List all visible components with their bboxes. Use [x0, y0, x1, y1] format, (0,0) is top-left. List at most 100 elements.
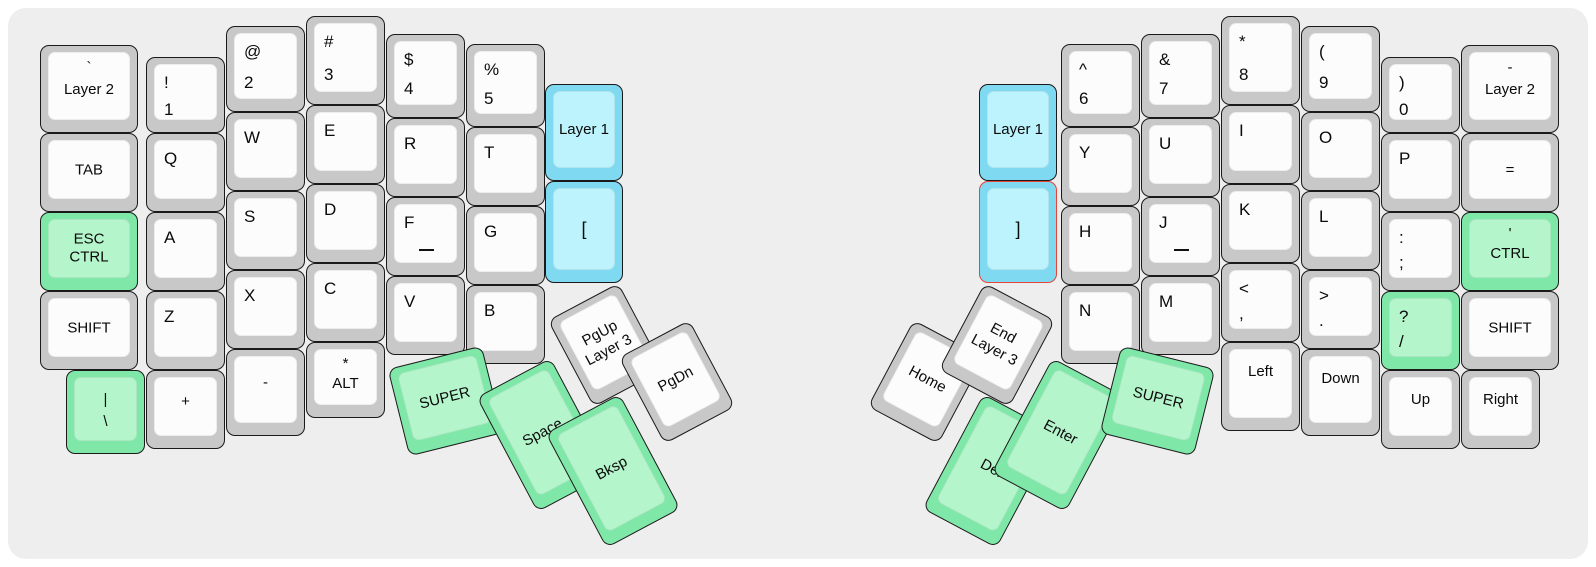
- key-quote-ctrl[interactable]: ' CTRL: [1461, 212, 1559, 291]
- key-legend-main: R: [404, 134, 417, 153]
- key-tab[interactable]: TAB: [40, 133, 138, 212]
- key-s[interactable]: S: [226, 191, 305, 270]
- key-0[interactable]: ) 0: [1381, 57, 1460, 133]
- keycap: End Layer 3: [951, 292, 1045, 392]
- key-legend-main: V: [404, 292, 416, 311]
- key-bracket-right-close[interactable]: ]: [979, 181, 1057, 283]
- key-legend-main: ]: [1015, 219, 1021, 239]
- key-legend-main: Enter: [1040, 416, 1081, 449]
- key-plus[interactable]: +: [146, 370, 225, 449]
- keycap: ( 9: [1309, 33, 1372, 99]
- keycap: - Layer 2: [1469, 52, 1551, 120]
- key-shift-left[interactable]: SHIFT: [40, 291, 138, 370]
- key-layer1-right[interactable]: Layer 1: [979, 84, 1057, 181]
- key-6[interactable]: ^ 6: [1061, 44, 1140, 127]
- key-super-right[interactable]: SUPER: [1099, 345, 1216, 457]
- key-legend-main: [: [581, 219, 587, 239]
- key-slash[interactable]: ? /: [1381, 291, 1460, 370]
- key-5[interactable]: % 5: [466, 44, 545, 127]
- key-legend-top: @: [244, 42, 262, 61]
- key-n[interactable]: N: [1061, 285, 1140, 364]
- key-d[interactable]: D: [306, 184, 385, 263]
- key-y[interactable]: Y: [1061, 127, 1140, 206]
- key-o[interactable]: O: [1301, 112, 1380, 191]
- key-layer1-left[interactable]: Layer 1: [545, 84, 623, 181]
- keycap: SHIFT: [48, 298, 130, 357]
- key-legend-main: N: [1079, 301, 1092, 320]
- key-legend-main: SHIFT: [1488, 319, 1532, 336]
- key-w[interactable]: W: [226, 112, 305, 191]
- key-2[interactable]: @ 2: [226, 26, 305, 112]
- key-4[interactable]: $ 4: [386, 34, 465, 118]
- key-a[interactable]: A: [146, 212, 225, 291]
- key-1[interactable]: ! 1: [146, 57, 225, 133]
- key-legend-main: Bksp: [592, 453, 631, 484]
- key-legend-main: C: [324, 279, 337, 298]
- key-r[interactable]: R: [386, 118, 465, 197]
- keycap: R: [394, 125, 457, 184]
- key-esc-ctrl[interactable]: ESC CTRL: [40, 212, 138, 291]
- keycap: ) 0: [1389, 64, 1452, 120]
- key-legend-main: /: [1399, 332, 1404, 351]
- key-e[interactable]: E: [306, 105, 385, 184]
- key-z[interactable]: Z: [146, 291, 225, 370]
- key-up[interactable]: Up: [1381, 370, 1460, 449]
- key-legend-main: End Layer 3: [962, 311, 1034, 373]
- key-semicolon[interactable]: : ;: [1381, 212, 1460, 291]
- key-comma[interactable]: < ,: [1221, 263, 1300, 342]
- key-legend-main: ALT: [332, 375, 359, 392]
- key-legend-main: ;: [1399, 253, 1404, 272]
- key-v[interactable]: V: [386, 276, 465, 355]
- key-legend-main: ,: [1239, 304, 1244, 323]
- key-x[interactable]: X: [226, 270, 305, 349]
- key-c[interactable]: C: [306, 263, 385, 342]
- key-legend-main: 1: [164, 100, 174, 119]
- key-p[interactable]: P: [1381, 133, 1460, 212]
- key-8[interactable]: * 8: [1221, 16, 1300, 105]
- key-left[interactable]: Left: [1221, 342, 1300, 431]
- key-legend-main: Up: [1410, 391, 1431, 408]
- key-grave-layer2[interactable]: ` Layer 2: [40, 45, 138, 133]
- key-t[interactable]: T: [466, 127, 545, 206]
- keycap: D: [314, 191, 377, 250]
- keycap: Up: [1389, 377, 1452, 436]
- key-legend-main: K: [1239, 200, 1251, 219]
- key-right[interactable]: Right: [1461, 370, 1540, 449]
- key-i[interactable]: I: [1221, 105, 1300, 184]
- key-legend-top: |: [103, 391, 108, 408]
- keycap: P: [1389, 140, 1452, 199]
- key-minus[interactable]: -: [226, 349, 305, 436]
- key-j[interactable]: J: [1141, 197, 1220, 276]
- key-minus-layer2[interactable]: - Layer 2: [1461, 45, 1559, 133]
- key-legend-main: 5: [484, 89, 494, 108]
- keycap: # 3: [314, 23, 377, 92]
- keycap: S: [234, 198, 297, 257]
- key-q[interactable]: Q: [146, 133, 225, 212]
- key-7[interactable]: & 7: [1141, 34, 1220, 118]
- key-f[interactable]: F: [386, 197, 465, 276]
- key-bracket-left-open[interactable]: [: [545, 181, 623, 283]
- key-m[interactable]: M: [1141, 276, 1220, 355]
- key-alt[interactable]: * ALT: [306, 342, 385, 418]
- keycap: PgDn: [629, 329, 723, 429]
- key-u[interactable]: U: [1141, 118, 1220, 197]
- keycap: | \: [74, 377, 137, 441]
- key-h[interactable]: H: [1061, 206, 1140, 285]
- key-legend-line2: CTRL: [69, 248, 109, 266]
- key-pipe-backslash[interactable]: | \: [66, 370, 145, 454]
- key-down[interactable]: Down: [1301, 349, 1380, 436]
- key-k[interactable]: K: [1221, 184, 1300, 263]
- key-legend-main: G: [484, 222, 498, 241]
- key-legend-top: ^: [1079, 60, 1087, 79]
- key-9[interactable]: ( 9: [1301, 26, 1380, 112]
- key-g[interactable]: G: [466, 206, 545, 285]
- key-legend-top: #: [324, 32, 334, 51]
- key-l[interactable]: L: [1301, 191, 1380, 270]
- key-3[interactable]: # 3: [306, 16, 385, 105]
- key-period[interactable]: > .: [1301, 270, 1380, 349]
- keycap: Y: [1069, 134, 1132, 193]
- key-shift-right[interactable]: SHIFT: [1461, 291, 1559, 370]
- key-equals[interactable]: =: [1461, 133, 1559, 212]
- keycap: Enter: [1004, 367, 1117, 497]
- key-legend-main: I: [1239, 121, 1244, 140]
